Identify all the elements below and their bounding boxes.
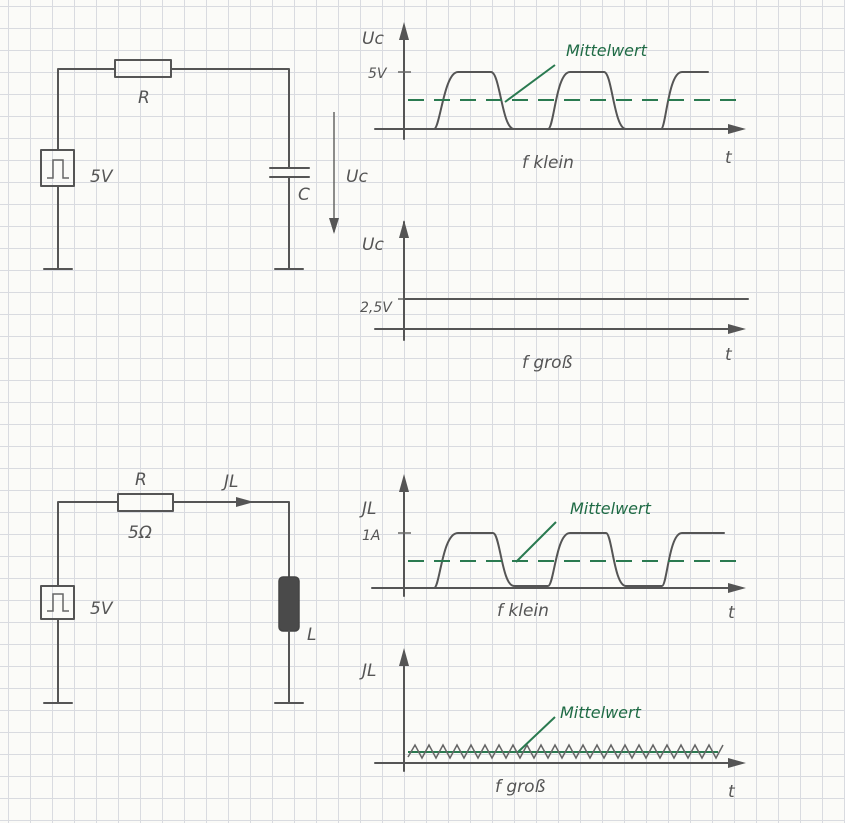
y-tick-label: 2,5V	[360, 300, 393, 316]
y-tick-label: 5V	[368, 66, 388, 82]
y-axis-label: Uc	[362, 235, 384, 255]
y-tick-label: 1A	[362, 528, 380, 544]
rl-plot-small-f: JL 1A Mittelwert t f klein	[359, 474, 746, 623]
ripple-current-curve	[407, 743, 724, 760]
rl-source-label: 5V	[90, 599, 114, 619]
mean-label: Mittelwert	[570, 499, 652, 518]
y-axis-label: Uc	[362, 29, 384, 49]
y-axis-arrow-icon	[399, 648, 409, 666]
mean-label: Mittelwert	[566, 41, 648, 60]
current-curve	[403, 532, 725, 589]
y-axis-label: JL	[359, 661, 377, 681]
rl-resistor-value: 5Ω	[128, 523, 152, 543]
rl-circuit: R 5Ω JL 5V L	[40, 470, 316, 704]
rc-source	[40, 149, 75, 187]
rc-source-label: 5V	[90, 167, 114, 187]
rc-resistor-label: R	[138, 88, 150, 108]
mean-pointer	[504, 64, 556, 103]
current-arrow-icon	[236, 497, 254, 507]
mean-pointer	[515, 521, 557, 563]
pulse-source-icon	[47, 593, 69, 612]
rc-wire-top-right	[170, 68, 290, 169]
y-axis-label: JL	[359, 499, 377, 519]
rl-inductor	[278, 576, 300, 632]
y-axis-arrow-icon	[399, 220, 409, 238]
x-axis-label: t	[725, 345, 733, 365]
rc-plot-small-f: Uc 5V Mittelwert t f klein	[362, 22, 746, 173]
rc-wire-left	[57, 68, 116, 151]
rl-inductor-label: L	[307, 625, 316, 645]
rl-resistor	[117, 493, 174, 512]
mean-label: Mittelwert	[560, 703, 642, 722]
rl-current-label: JL	[221, 472, 239, 492]
mean-pointer	[517, 716, 556, 753]
plot-caption: f klein	[522, 153, 574, 173]
rl-plot-large-f: JL Mittelwert t f groß	[359, 648, 746, 802]
x-axis-arrow-icon	[728, 758, 746, 768]
rc-capacitor-label: C	[298, 185, 310, 205]
uc-arrow-head-icon	[329, 218, 339, 234]
x-axis-label: t	[728, 603, 736, 623]
plot-caption: f klein	[497, 601, 549, 621]
x-axis-arrow-icon	[728, 124, 746, 134]
rl-wire-top-right	[172, 501, 290, 578]
x-axis-label: t	[728, 782, 736, 802]
rl-resistor-label: R	[135, 470, 147, 490]
rl-wire-left	[57, 501, 119, 587]
charge-curve	[403, 71, 709, 130]
rc-plot-large-f: Uc 2,5V t f groß	[360, 220, 749, 373]
x-axis-label: t	[725, 148, 733, 168]
rc-circuit: R 5V C Uc	[40, 59, 368, 270]
y-axis-arrow-icon	[399, 22, 409, 40]
pulse-source-icon	[47, 159, 69, 179]
rc-resistor	[114, 59, 172, 78]
x-axis-arrow-icon	[728, 324, 746, 334]
y-axis-arrow-icon	[399, 474, 409, 492]
rc-voltage-label: Uc	[346, 167, 368, 187]
x-axis-arrow-icon	[728, 583, 746, 593]
plot-caption: f groß	[522, 353, 573, 373]
plot-caption: f groß	[495, 777, 546, 797]
rl-source	[40, 585, 75, 620]
